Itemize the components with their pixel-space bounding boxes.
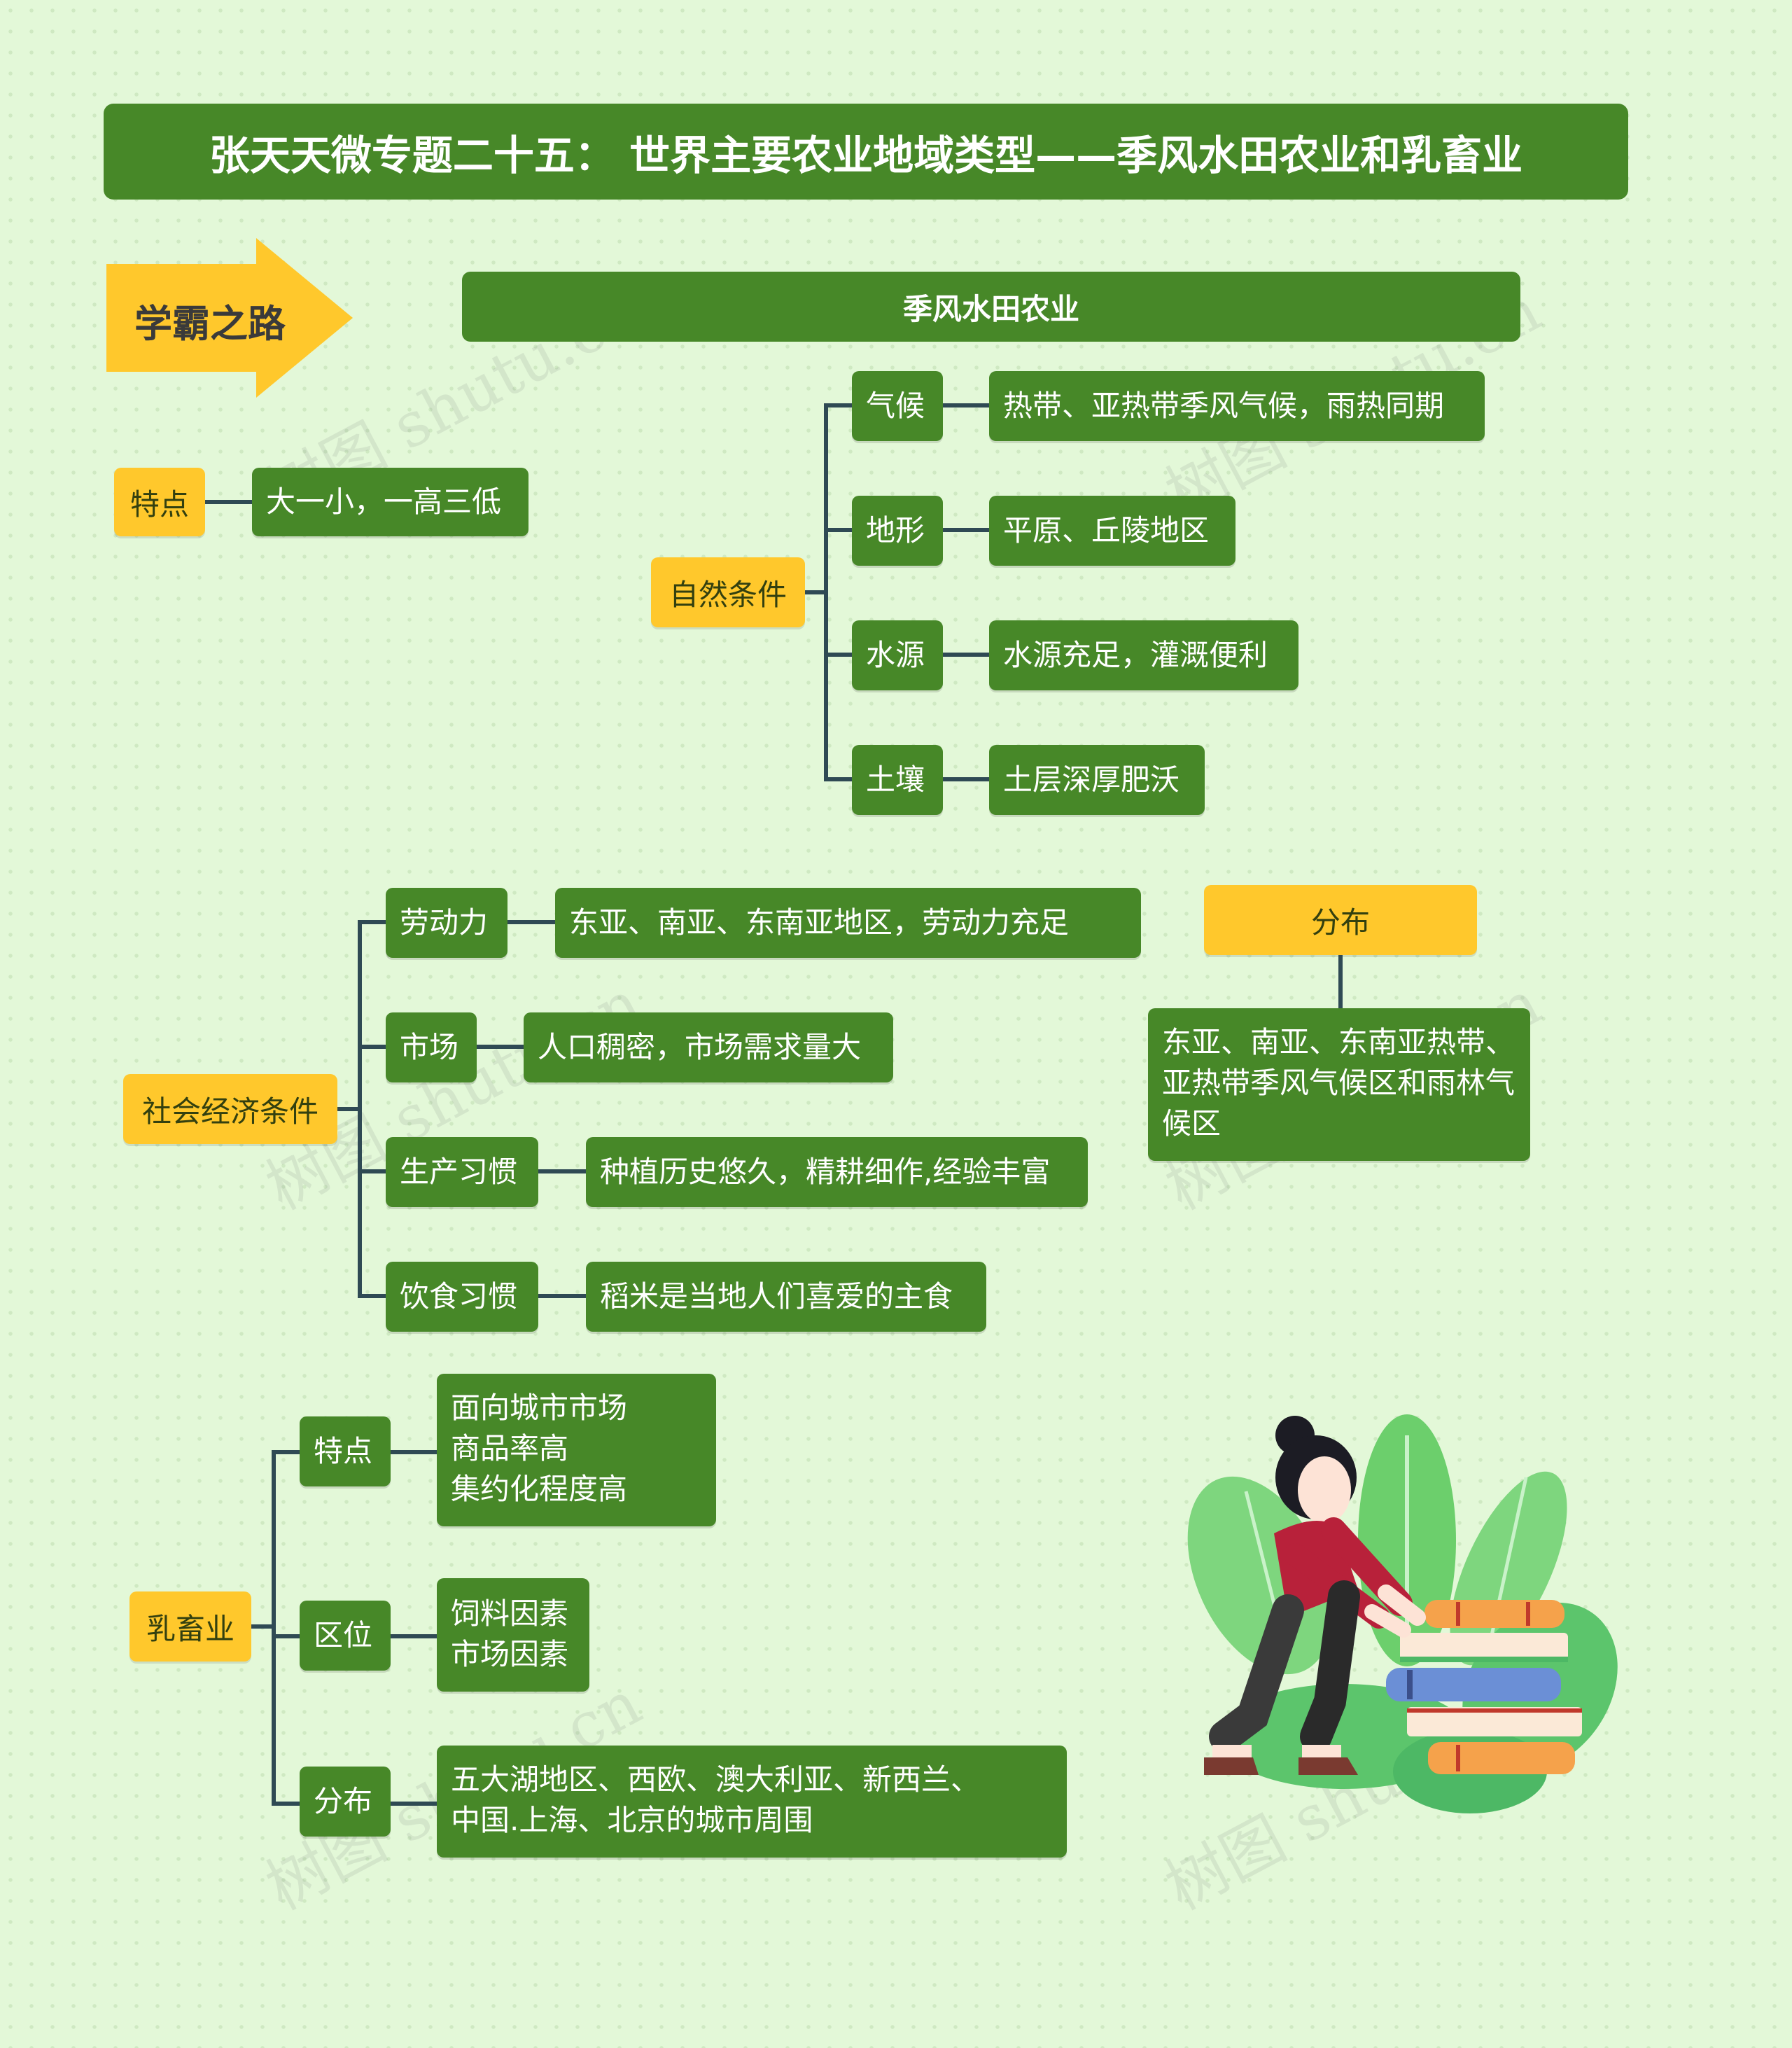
dairy-distribution-label: 分布 [300, 1767, 391, 1837]
soil-value: 土层深厚肥沃 [989, 745, 1205, 815]
production-habit-value: 种植历史悠久，精耕细作,经验丰富 [586, 1137, 1088, 1207]
dairy-location-line: 饲料因素 [451, 1596, 569, 1631]
connector [358, 920, 386, 924]
connector [477, 1045, 524, 1049]
labor-value: 东亚、南亚、东南亚地区，劳动力充足 [555, 888, 1141, 958]
dairy-feature-label: 特点 [300, 1416, 391, 1486]
connector [824, 405, 828, 779]
connector [272, 1634, 300, 1638]
connector [824, 403, 852, 407]
feature-label: 特点 [114, 468, 205, 536]
connector [538, 1294, 586, 1298]
dairy-distribution-value: 五大湖地区、西欧、澳大利亚、新西兰、 中国.上海、北京的城市周围 [437, 1746, 1067, 1858]
distribution-label: 分布 [1204, 885, 1477, 955]
market-label: 市场 [386, 1012, 477, 1082]
diet-habit-value: 稻米是当地人们喜爱的主食 [586, 1262, 986, 1332]
connector [507, 920, 555, 924]
connector [391, 1634, 437, 1638]
dairy-location-value: 饲料因素 市场因素 [437, 1578, 589, 1692]
dairy-feature-line: 集约化程度高 [451, 1472, 628, 1506]
dairy-distribution-line: 五大湖地区、西欧、澳大利亚、新西兰、 [451, 1762, 981, 1797]
connector [391, 1450, 437, 1454]
connector [337, 1107, 360, 1111]
market-value: 人口稠密，市场需求量大 [524, 1012, 893, 1082]
soil-label: 土壤 [852, 745, 943, 815]
water-value: 水源充足，灌溉便利 [989, 620, 1298, 690]
production-habit-label: 生产习惯 [386, 1137, 538, 1207]
connector [251, 1624, 274, 1629]
connector [824, 777, 852, 781]
girl-with-books-illustration [1187, 1414, 1618, 1813]
connector [943, 528, 989, 532]
natural-conditions-label: 自然条件 [651, 557, 805, 627]
section-header: 季风水田农业 [462, 272, 1520, 342]
terrain-value: 平原、丘陵地区 [989, 496, 1236, 566]
connector [538, 1169, 586, 1173]
connector [358, 1045, 386, 1049]
badge-arrow-icon [106, 238, 353, 398]
connector [272, 1452, 276, 1804]
connector [358, 1169, 386, 1173]
feature-value: 大一小，一高三低 [252, 468, 528, 536]
dairy-location-line: 市场因素 [451, 1637, 569, 1671]
diet-habit-label: 饮食习惯 [386, 1262, 538, 1332]
connector [272, 1802, 300, 1806]
connector [358, 922, 362, 1296]
dairy-feature-value: 面向城市市场 商品率高 集约化程度高 [437, 1374, 716, 1526]
connector [943, 777, 989, 781]
water-label: 水源 [852, 620, 943, 690]
terrain-label: 地形 [852, 496, 943, 566]
connector [824, 653, 852, 657]
connector [391, 1802, 437, 1806]
dairy-feature-line: 商品率高 [451, 1431, 569, 1465]
connector [205, 500, 252, 504]
connector [824, 528, 852, 532]
climate-label: 气候 [852, 371, 943, 441]
connector [805, 590, 826, 594]
connector [358, 1294, 386, 1298]
dairy-label: 乳畜业 [130, 1591, 251, 1662]
page-title: 张天天微专题二十五： 世界主要农业地域类型——季风水田农业和乳畜业 [104, 104, 1628, 200]
labor-label: 劳动力 [386, 888, 507, 958]
social-conditions-label: 社会经济条件 [123, 1074, 337, 1144]
connector [943, 403, 989, 407]
dairy-distribution-line: 中国.上海、北京的城市周围 [451, 1803, 813, 1837]
connector [1338, 955, 1343, 1008]
connector [272, 1450, 300, 1454]
distribution-value: 东亚、南亚、东南亚热带、亚热带季风气候区和雨林气候区 [1148, 1008, 1530, 1161]
climate-value: 热带、亚热带季风气候，雨热同期 [989, 371, 1485, 441]
dairy-feature-line: 面向城市市场 [451, 1391, 628, 1425]
dairy-location-label: 区位 [300, 1601, 391, 1671]
badge-label: 学霸之路 [134, 302, 286, 346]
connector [943, 653, 989, 657]
